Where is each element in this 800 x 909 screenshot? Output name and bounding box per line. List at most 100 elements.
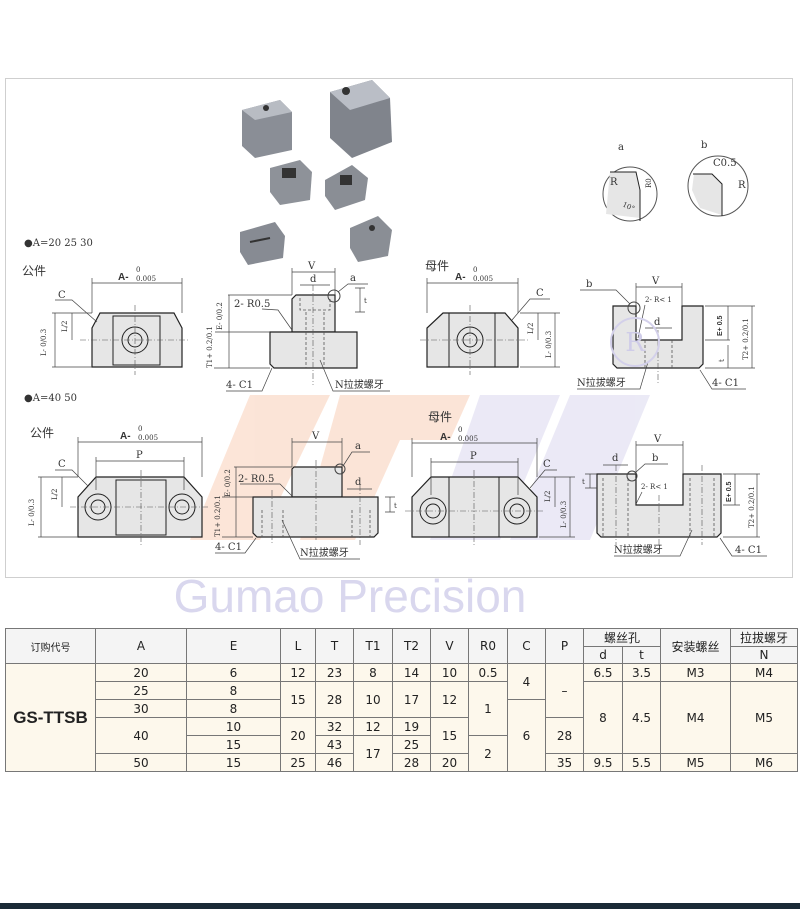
svg-text:a: a [350, 273, 356, 284]
svg-text:R0: R0 [645, 178, 653, 188]
cell-N: M6 [730, 753, 799, 772]
drawing-frame [5, 78, 793, 578]
table-subheader-row: d t N [6, 646, 799, 664]
cell-L: 15 [280, 681, 316, 718]
male-top-view-small: 公件 A- 0 0.005 C L- 0/0.3 L/2 [22, 264, 190, 375]
group2-label: ●A=40 50 [24, 393, 77, 404]
cell-t: 3.5 [621, 663, 662, 682]
svg-text:L/2: L/2 [527, 323, 535, 334]
cell-V: 10 [430, 663, 469, 682]
svg-text:a: a [618, 142, 624, 153]
cell-T2: 28 [392, 753, 431, 772]
svg-text:0: 0 [136, 266, 140, 274]
cell-T2: 14 [392, 663, 431, 682]
header-T2: T2 [392, 628, 431, 664]
svg-text:E- 0/0.2: E- 0/0.2 [216, 302, 224, 330]
cell-d: 6.5 [583, 663, 623, 682]
svg-text:N拉拔螺牙: N拉拔螺牙 [300, 546, 349, 559]
svg-text:母件: 母件 [428, 410, 452, 424]
svg-text:A-: A- [440, 432, 451, 443]
svg-text:C: C [543, 459, 551, 470]
table-header-row: 订购代号 A E L T T1 T2 V R0 C P 螺丝孔 安装螺丝 拉拔螺… [5, 628, 799, 664]
cell-T: 28 [315, 681, 354, 718]
cell-T2: 17 [392, 681, 431, 718]
svg-text:0: 0 [458, 426, 462, 434]
svg-text:T1+ 0.2/0.1: T1+ 0.2/0.1 [214, 495, 222, 537]
svg-text:a: a [355, 441, 361, 452]
cell-C: 6 [507, 699, 546, 772]
svg-text:b: b [652, 453, 658, 464]
spec-table: 订购代号 A E L T T1 T2 V R0 C P 螺丝孔 安装螺丝 拉拔螺… [5, 628, 799, 772]
svg-text:2- R< 1: 2- R< 1 [641, 483, 668, 491]
svg-text:t: t [582, 478, 585, 486]
cell-L: 25 [280, 753, 316, 772]
svg-text:L- 0/0.3: L- 0/0.3 [28, 499, 36, 526]
svg-text:T1+ 0.2/0.1: T1+ 0.2/0.1 [206, 326, 214, 368]
svg-text:L- 0/0.3: L- 0/0.3 [40, 329, 48, 356]
registered-mark-icon [610, 317, 660, 367]
cell-E: 15 [186, 753, 281, 772]
svg-text:R: R [610, 177, 618, 188]
watermark-text: Gumao Precision [174, 570, 527, 622]
svg-text:P: P [470, 451, 477, 462]
cell-E: 8 [186, 699, 281, 718]
cell-t: 5.5 [621, 753, 662, 772]
cell-screw: M5 [660, 753, 732, 772]
svg-text:d: d [355, 477, 362, 488]
svg-text:C: C [58, 290, 66, 301]
svg-text:C: C [58, 459, 66, 470]
svg-text:t: t [364, 297, 367, 305]
svg-text:0: 0 [473, 266, 477, 274]
header-P: P [545, 628, 584, 664]
table-row: 40 10 20 32 12 19 15 28 [6, 717, 798, 754]
svg-text:d: d [654, 317, 661, 328]
svg-text:L/2: L/2 [61, 321, 69, 332]
header-t: t [621, 646, 662, 664]
svg-text:公件: 公件 [22, 264, 46, 278]
svg-text:4- C1: 4- C1 [735, 545, 762, 556]
svg-text:4- C1: 4- C1 [226, 380, 253, 391]
cell-T: 32 [315, 717, 354, 736]
svg-text:公件: 公件 [30, 426, 54, 440]
model-cell: GS-TTSB [5, 663, 96, 772]
cell-P: 35 [545, 753, 584, 772]
cell-L: 20 [280, 717, 316, 754]
cell-T2: 19 [392, 717, 431, 736]
cell-A: 50 [95, 753, 187, 772]
bottom-bar [0, 903, 800, 909]
cell-A: 25 [95, 681, 187, 700]
header-hole: 螺丝孔 [582, 628, 662, 647]
registered-mark-group: R [610, 317, 660, 367]
svg-text:N拉拔螺牙: N拉拔螺牙 [335, 378, 384, 391]
svg-text:0.005: 0.005 [136, 275, 156, 283]
svg-text:T2+ 0.2/0.1: T2+ 0.2/0.1 [742, 318, 750, 360]
svg-text:T2+ 0.2/0.1: T2+ 0.2/0.1 [748, 486, 756, 528]
header-N: N [730, 646, 799, 664]
cell-P: – [545, 663, 584, 718]
group1-label: ●A=20 25 30 [24, 238, 93, 249]
cell-T1: 17 [353, 735, 393, 772]
header-L: L [280, 628, 316, 664]
svg-text:N拉拔螺牙: N拉拔螺牙 [614, 543, 663, 556]
svg-text:V: V [311, 431, 320, 442]
male-side-view-small: V d a t 2- R0.5 E- 0/0.2 T1+ 0.2/0.1 4- … [206, 261, 390, 392]
svg-text:d: d [310, 274, 317, 285]
header-C: C [507, 628, 546, 664]
header-E: E [186, 628, 281, 664]
svg-text:母件: 母件 [425, 259, 449, 273]
svg-text:A-: A- [455, 272, 466, 283]
cell-N: M5 [730, 681, 799, 754]
cell-t: 4.5 [621, 681, 662, 754]
svg-text:2- R0.5: 2- R0.5 [234, 299, 270, 310]
svg-text:E- 0/0.2: E- 0/0.2 [224, 469, 232, 497]
svg-text:b: b [701, 140, 707, 151]
cell-d: 9.5 [583, 753, 623, 772]
svg-text:A-: A- [120, 431, 131, 442]
cell-V: 20 [430, 753, 469, 772]
header-screw: 安装螺丝 [660, 628, 732, 664]
cell-T: 46 [315, 753, 354, 772]
male-side-view-large: V d a t 2- R0.5 E- 0/0.2 T1+ 0.2/0.1 4- … [214, 431, 397, 560]
female-side-view-small: V d b 2- R< 1 E+ 0.5 t T2+ 0.2/0.1 4- C1… [577, 276, 755, 390]
svg-text:d: d [612, 453, 619, 464]
cell-screw: M4 [660, 681, 732, 754]
